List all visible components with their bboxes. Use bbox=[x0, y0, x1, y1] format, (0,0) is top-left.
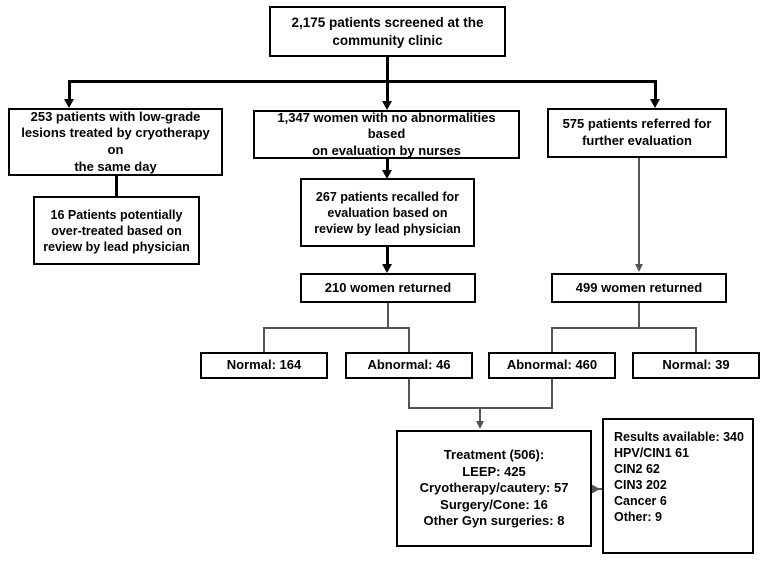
arrow-to-no-abnormalities bbox=[382, 101, 392, 110]
node-results: Results available: 340 HPV/CIN1 61 CIN2 … bbox=[602, 418, 754, 554]
connector-returned-210-stem bbox=[387, 303, 389, 328]
connector-low-grade-to-over-treated bbox=[115, 176, 118, 196]
node-low-grade-label: 253 patients with low-grade lesions trea… bbox=[21, 108, 210, 174]
arrow-to-returned-499 bbox=[635, 264, 643, 272]
node-returned-210-label: 210 women returned bbox=[324, 279, 452, 295]
arrow-to-referred bbox=[650, 99, 660, 108]
connector-210-split-bus bbox=[263, 327, 409, 329]
arrow-to-returned-210 bbox=[382, 264, 392, 273]
connector-abnormal-46-down bbox=[408, 379, 410, 408]
node-referred-label: 575 patients referred for further evalua… bbox=[562, 116, 712, 148]
node-over-treated-label: 16 Patients potentially over-treated bas… bbox=[43, 207, 190, 254]
connector-top-bus bbox=[68, 80, 656, 83]
arrow-to-treatment bbox=[476, 421, 484, 429]
node-results-label: Results available: 340 HPV/CIN1 61 CIN2 … bbox=[614, 430, 744, 524]
node-no-abnormalities: 1,347 women with no abnormalities based … bbox=[253, 110, 520, 159]
node-normal-39: Normal: 39 bbox=[632, 352, 760, 379]
connector-499-to-abnormal-460 bbox=[551, 327, 553, 352]
node-returned-499: 499 women returned bbox=[551, 273, 727, 303]
node-screened: 2,175 patients screened at the community… bbox=[269, 6, 506, 57]
arrow-to-results bbox=[591, 484, 600, 494]
node-abnormal-46: Abnormal: 46 bbox=[345, 352, 473, 379]
node-treatment: Treatment (506): LEEP: 425 Cryotherapy/c… bbox=[396, 430, 592, 547]
connector-210-to-normal-164 bbox=[263, 327, 265, 352]
connector-referred-to-returned-499 bbox=[638, 158, 640, 265]
node-referred: 575 patients referred for further evalua… bbox=[547, 108, 727, 158]
arrow-to-low-grade bbox=[64, 99, 74, 108]
node-normal-164-label: Normal: 164 bbox=[226, 357, 302, 373]
connector-no-abnormalities-to-recalled bbox=[386, 159, 389, 171]
connector-abnormal-460-down bbox=[551, 379, 553, 408]
connector-210-to-abnormal-46 bbox=[408, 327, 410, 352]
connector-screened-stem bbox=[386, 57, 389, 82]
connector-bus-to-no-abnormalities bbox=[386, 80, 389, 102]
node-returned-210: 210 women returned bbox=[300, 273, 476, 303]
node-recalled: 267 patients recalled for evaluation bas… bbox=[300, 178, 475, 247]
connector-recalled-to-returned-210 bbox=[386, 247, 389, 264]
node-normal-39-label: Normal: 39 bbox=[662, 357, 730, 373]
connector-merge-to-treatment bbox=[479, 407, 481, 423]
connector-abnormal-merge-bus bbox=[408, 407, 553, 409]
node-screened-label: 2,175 patients screened at the community… bbox=[291, 15, 484, 48]
node-abnormal-460: Abnormal: 460 bbox=[488, 352, 616, 379]
node-low-grade: 253 patients with low-grade lesions trea… bbox=[8, 108, 223, 176]
connector-499-split-bus bbox=[551, 327, 696, 329]
connector-bus-to-low-grade bbox=[68, 80, 71, 100]
connector-returned-499-stem bbox=[638, 303, 640, 328]
node-abnormal-46-label: Abnormal: 46 bbox=[367, 357, 451, 373]
connector-499-to-normal-39 bbox=[695, 327, 697, 352]
arrow-to-recalled bbox=[382, 170, 392, 179]
node-recalled-label: 267 patients recalled for evaluation bas… bbox=[314, 189, 461, 236]
node-normal-164: Normal: 164 bbox=[200, 352, 328, 379]
node-over-treated: 16 Patients potentially over-treated bas… bbox=[33, 196, 200, 265]
node-no-abnormalities-label: 1,347 women with no abnormalities based … bbox=[277, 109, 496, 158]
node-treatment-label: Treatment (506): LEEP: 425 Cryotherapy/c… bbox=[419, 446, 569, 529]
connector-bus-to-referred bbox=[654, 80, 657, 100]
node-returned-499-label: 499 women returned bbox=[575, 279, 703, 295]
node-abnormal-460-label: Abnormal: 460 bbox=[506, 357, 598, 373]
